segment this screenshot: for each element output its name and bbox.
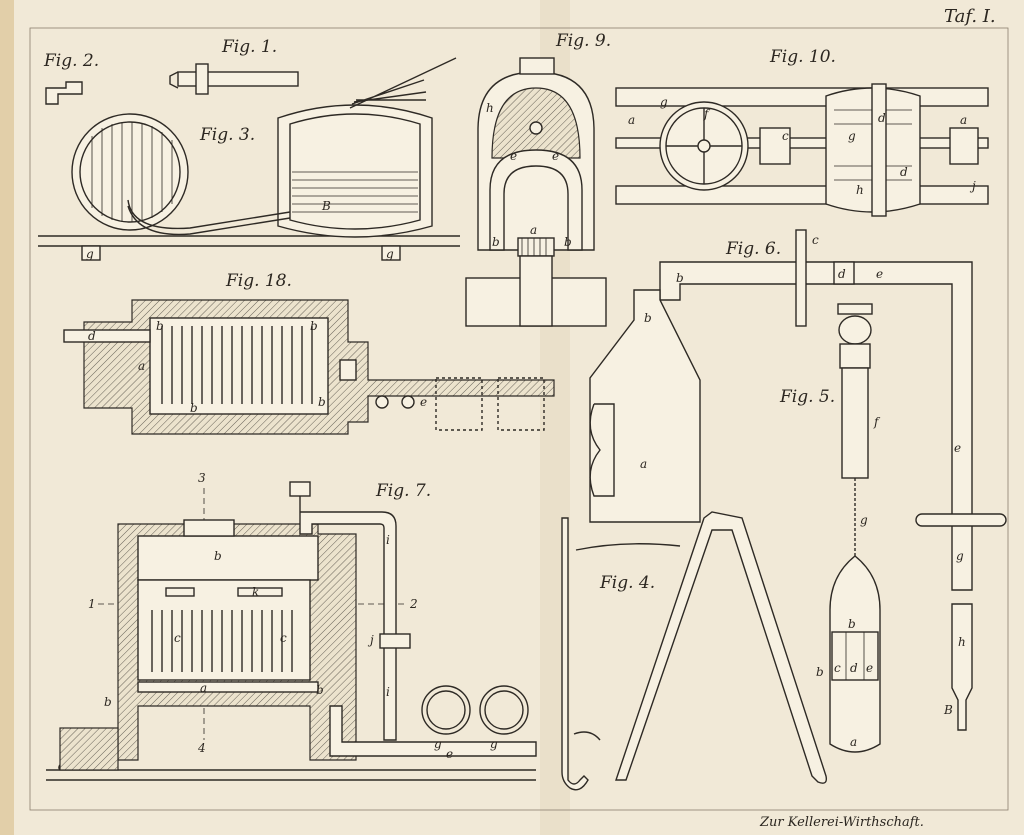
svg-text:d: d <box>900 165 908 179</box>
page-edge <box>0 0 14 835</box>
svg-text:d: d <box>850 661 858 675</box>
svg-text:h: h <box>856 183 864 197</box>
svg-text:c: c <box>280 631 287 645</box>
plate-title: Taf. I. <box>944 6 996 27</box>
figure-9-furnace: Fig. 9. h e e b b a <box>465 31 611 327</box>
svg-text:c: c <box>834 661 841 675</box>
figure-18-heater: Fig. 18. d a b b b b e <box>63 271 555 435</box>
svg-text:b: b <box>676 271 684 285</box>
svg-text:g: g <box>434 737 442 751</box>
svg-text:a: a <box>850 735 857 749</box>
figure-5-flask: Fig. 5. f g b b c d e a <box>779 303 881 753</box>
figure-10-mechanism: Fig. 10. a g f c g d d h j a <box>615 47 989 217</box>
svg-text:d: d <box>88 329 96 343</box>
svg-text:i: i <box>386 685 390 699</box>
svg-text:g: g <box>660 95 668 109</box>
figure-7-apparatus: Fig. 7. 3 1 2 b k c c a b b 4 i j i g <box>46 471 537 781</box>
svg-text:e: e <box>510 149 517 163</box>
svg-text:b: b <box>316 683 324 697</box>
svg-text:b: b <box>564 235 572 249</box>
svg-text:e: e <box>866 661 873 675</box>
svg-text:f: f <box>703 107 711 121</box>
svg-text:g: g <box>386 247 394 261</box>
svg-text:2: 2 <box>409 597 418 611</box>
svg-text:b: b <box>104 695 112 709</box>
svg-text:Fig. 6.: Fig. 6. <box>725 239 781 259</box>
svg-text:Fig. 9.: Fig. 9. <box>555 31 611 51</box>
svg-text:j: j <box>969 179 976 193</box>
svg-text:c: c <box>782 129 789 143</box>
svg-text:4: 4 <box>197 741 206 755</box>
svg-text:a: a <box>138 359 145 373</box>
figure-3-barrel: Fig. 3. g g B <box>38 57 460 261</box>
svg-text:a: a <box>960 113 967 127</box>
svg-text:Fig. 1.: Fig. 1. <box>221 37 277 57</box>
svg-text:a: a <box>640 457 647 471</box>
svg-text:g: g <box>848 129 856 143</box>
svg-text:g: g <box>86 247 94 261</box>
svg-text:Fig. 18.: Fig. 18. <box>225 271 292 291</box>
svg-text:Fig. 7.: Fig. 7. <box>375 481 431 501</box>
svg-text:B: B <box>321 199 331 213</box>
svg-text:k: k <box>252 585 259 599</box>
svg-text:e: e <box>954 441 961 455</box>
svg-text:f: f <box>873 415 881 429</box>
svg-text:b: b <box>190 401 198 415</box>
svg-text:b: b <box>156 319 164 333</box>
svg-text:g: g <box>860 513 868 527</box>
svg-text:g: g <box>490 737 498 751</box>
svg-text:d: d <box>838 267 846 281</box>
figure-2-spout: Fig. 2. <box>43 51 99 105</box>
plate-border <box>29 27 1009 811</box>
svg-text:h: h <box>958 635 966 649</box>
svg-text:b: b <box>644 311 652 325</box>
figure-4-tongs: Fig. 4. <box>561 511 828 791</box>
svg-text:a: a <box>530 223 537 237</box>
svg-text:g: g <box>956 549 964 563</box>
svg-text:b: b <box>848 617 856 631</box>
svg-text:a: a <box>628 113 635 127</box>
svg-text:Fig. 4.: Fig. 4. <box>599 573 655 593</box>
svg-text:b: b <box>492 235 500 249</box>
svg-text:Fig. 3.: Fig. 3. <box>199 125 255 145</box>
svg-text:c: c <box>174 631 181 645</box>
svg-text:B: B <box>943 703 953 717</box>
svg-text:e: e <box>552 149 559 163</box>
plate-footer: Zur Kellerei-Wirthschaft. <box>759 815 924 830</box>
svg-text:e: e <box>446 747 453 761</box>
svg-text:a: a <box>200 681 207 695</box>
svg-text:b: b <box>318 395 326 409</box>
svg-text:e: e <box>876 267 883 281</box>
svg-text:Fig. 10.: Fig. 10. <box>769 47 836 67</box>
svg-text:h: h <box>486 101 494 115</box>
svg-text:3: 3 <box>198 471 206 485</box>
svg-text:e: e <box>420 395 427 409</box>
svg-text:d: d <box>878 111 886 125</box>
svg-text:b: b <box>816 665 824 679</box>
figure-1-tap: Fig. 1. <box>169 37 299 95</box>
svg-text:c: c <box>812 233 819 247</box>
svg-text:b: b <box>310 319 318 333</box>
svg-text:Fig. 2.: Fig. 2. <box>43 51 99 71</box>
figure-6-siphon: Fig. 6. b b a c d e e g h B <box>589 229 1007 731</box>
svg-text:Fig. 5.: Fig. 5. <box>779 387 835 407</box>
svg-text:b: b <box>214 549 222 563</box>
svg-text:1: 1 <box>88 597 96 611</box>
svg-text:i: i <box>386 533 390 547</box>
svg-text:j: j <box>367 633 374 647</box>
